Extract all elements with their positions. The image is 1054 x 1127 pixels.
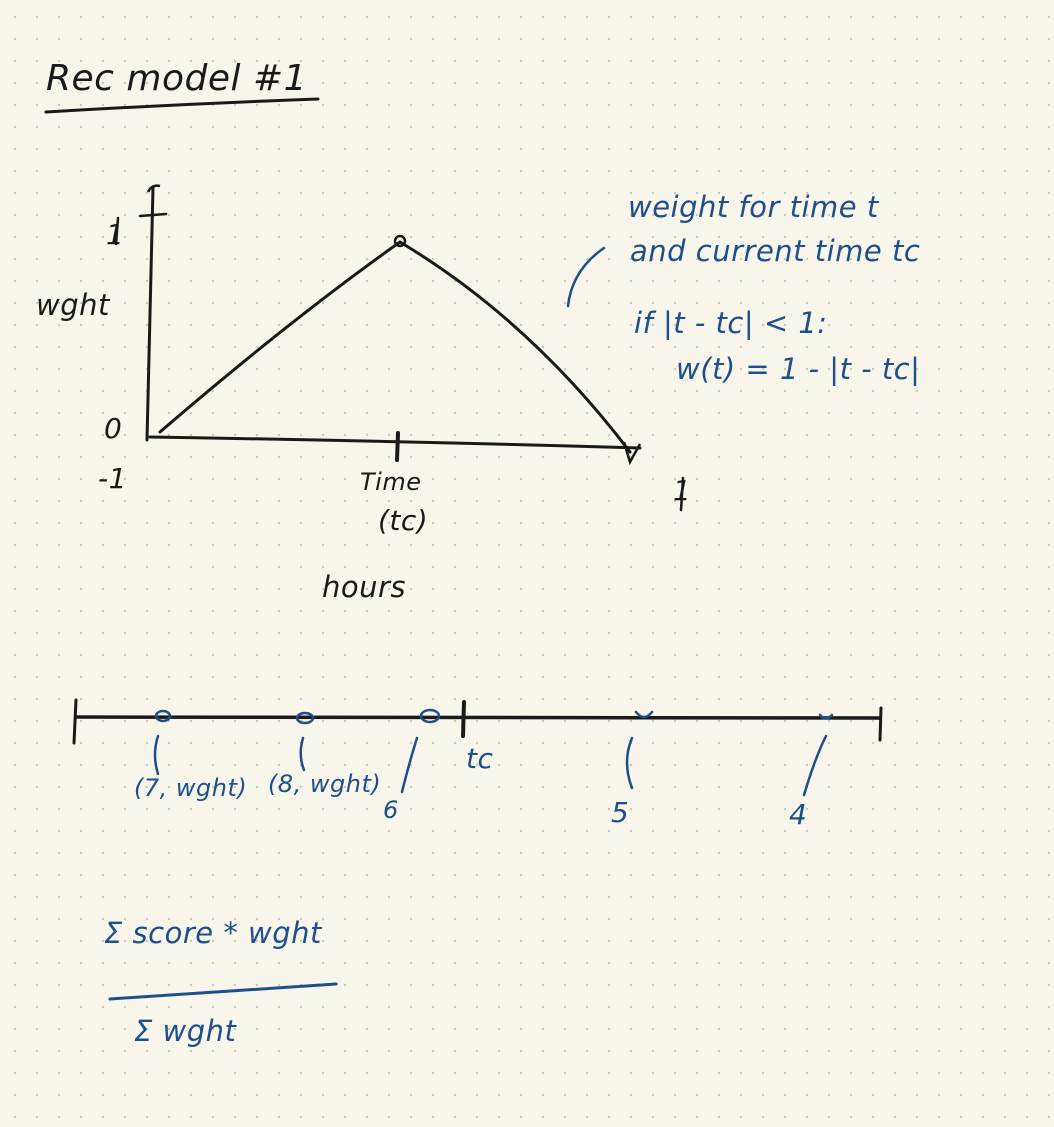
annotation-line-1: weight for time t xyxy=(628,190,879,224)
point-5-arrow xyxy=(625,736,634,790)
timeline-label-8: (8, wght) xyxy=(268,770,382,798)
x-center-tick xyxy=(395,431,400,462)
timeline-points xyxy=(153,708,834,797)
title-underline xyxy=(44,97,320,114)
x-right-stroke xyxy=(679,476,685,512)
x-right-label: 1 xyxy=(673,474,692,507)
x-center-label: Time xyxy=(360,468,422,496)
timeline-left-end xyxy=(72,698,78,745)
x-left-label: -1 xyxy=(98,462,127,495)
point-8 xyxy=(295,711,315,725)
annotation-line-3: if |t - tc| < 1: xyxy=(634,306,828,340)
formula-denominator: Σ wght xyxy=(134,1014,237,1048)
annotation-bracket xyxy=(566,246,606,308)
page-title: Rec model #1 xyxy=(46,58,308,99)
timeline-label-4: 4 xyxy=(789,798,808,831)
point-4-arrow xyxy=(802,734,828,797)
point-6-arrow xyxy=(400,736,419,794)
x-axis xyxy=(148,435,642,450)
x-center-sublabel: (tc) xyxy=(378,504,429,537)
y-tick-1-mark xyxy=(138,212,168,218)
y-tick-top-label: 1 xyxy=(106,218,125,251)
point-7 xyxy=(154,709,172,723)
y-axis-label: wght xyxy=(36,288,110,322)
y-axis xyxy=(145,186,155,442)
timeline-right-end xyxy=(878,706,883,742)
timeline-label-5: 5 xyxy=(611,796,630,829)
y-tick-1-stroke xyxy=(114,216,120,246)
weight-curve xyxy=(158,240,632,454)
timeline-center-tick xyxy=(461,700,466,738)
y-axis-top-hook xyxy=(146,184,161,193)
annotation-line-2: and current time tc xyxy=(630,234,921,268)
timeline-label-7: (7, wght) xyxy=(134,774,248,802)
timeline-center-label: tc xyxy=(466,742,494,775)
timeline-line xyxy=(74,715,882,720)
timeline-label-6: 6 xyxy=(383,796,399,824)
formula-bar xyxy=(108,982,338,1001)
annotation-line-4: w(t) = 1 - |t - tc| xyxy=(676,352,921,386)
point-6 xyxy=(419,708,441,724)
point-8-arrow xyxy=(299,736,306,772)
y-tick-bottom-label: 0 xyxy=(104,412,123,445)
curve-end-point xyxy=(622,441,642,466)
point-7-arrow xyxy=(153,734,160,776)
curve-peak-point xyxy=(393,234,407,248)
point-4 xyxy=(818,713,834,720)
point-5 xyxy=(634,710,654,719)
formula-numerator: Σ score * wght xyxy=(104,916,322,950)
x-unit-label: hours xyxy=(322,570,407,604)
